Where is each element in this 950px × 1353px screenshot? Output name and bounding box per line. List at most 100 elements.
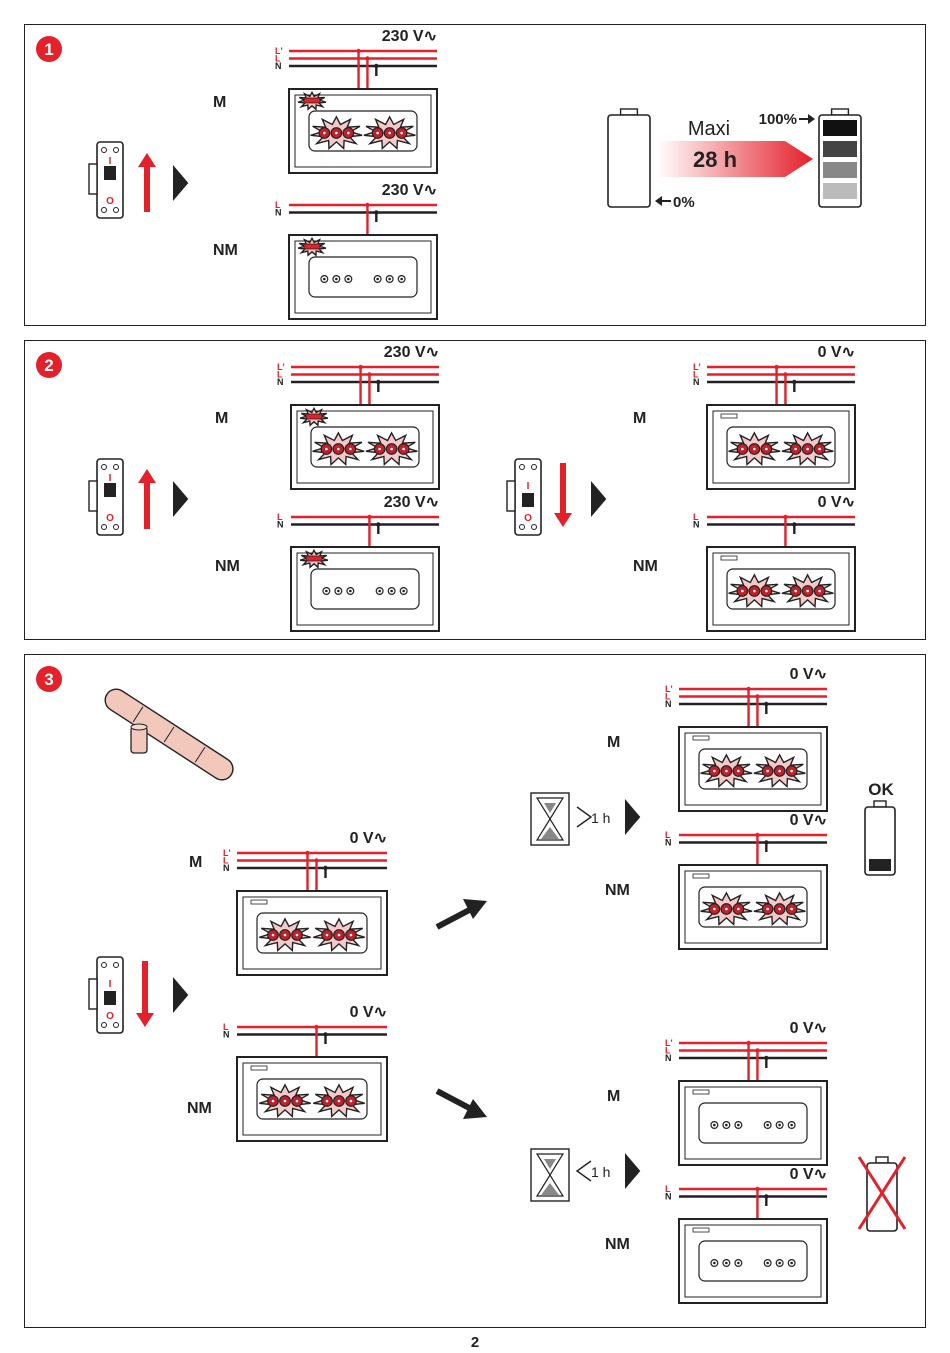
junction bbox=[774, 364, 779, 370]
battery-full-label: 100% bbox=[759, 111, 797, 128]
maintained-unit bbox=[678, 726, 828, 812]
led-dot bbox=[335, 131, 338, 135]
screw bbox=[113, 147, 119, 153]
wire-label-n: N bbox=[665, 1053, 672, 1063]
breaker-side bbox=[88, 163, 98, 195]
screw bbox=[519, 524, 525, 530]
hourglass-sand bbox=[541, 1183, 559, 1195]
screw bbox=[101, 524, 107, 530]
led-dot bbox=[794, 589, 797, 593]
wire-label-n: N bbox=[223, 1030, 230, 1040]
step-number-badge: 3 bbox=[36, 666, 62, 692]
greater-than-sign bbox=[576, 806, 593, 828]
led-dot bbox=[753, 447, 756, 451]
voltage-label: 0 V∿ bbox=[818, 344, 855, 361]
unit-diffuser bbox=[698, 1240, 808, 1282]
breaker-lever bbox=[522, 493, 534, 507]
led-dot bbox=[778, 769, 781, 773]
led-dot bbox=[388, 131, 391, 135]
led-dot bbox=[725, 769, 728, 773]
charge-level-bar bbox=[823, 162, 857, 178]
battery-body bbox=[607, 114, 651, 208]
junction bbox=[367, 372, 372, 377]
breaker-side bbox=[506, 480, 516, 512]
non-maintained-unit bbox=[288, 234, 438, 320]
non-maintained-unit bbox=[290, 546, 440, 632]
junction bbox=[755, 1186, 760, 1192]
junction bbox=[374, 210, 379, 215]
junction bbox=[792, 379, 797, 385]
badge-circle bbox=[36, 352, 62, 378]
breaker-on-mark: I bbox=[109, 156, 112, 167]
maintained-unit bbox=[706, 404, 856, 490]
wire-label-l: L bbox=[275, 200, 281, 210]
junction bbox=[783, 514, 788, 520]
led-dot bbox=[741, 447, 744, 451]
wire-label-l: L bbox=[665, 692, 671, 702]
battery-empty-icon bbox=[607, 108, 651, 208]
breaker-on-mark: I bbox=[109, 473, 112, 484]
supply-wires: LN0 V∿ bbox=[665, 812, 827, 867]
duration-over-label: 1 h bbox=[591, 810, 610, 826]
cell-top bbox=[130, 723, 148, 731]
non-maintained-label: NM bbox=[605, 1236, 630, 1253]
screw bbox=[531, 464, 537, 470]
led-dot bbox=[325, 933, 329, 937]
junction bbox=[314, 858, 319, 863]
led-dot bbox=[283, 933, 287, 937]
supply-wires: L'LN0 V∿ bbox=[665, 1020, 827, 1083]
led-dot bbox=[713, 1261, 716, 1265]
breaker-on-mark: I bbox=[109, 979, 112, 990]
screw bbox=[519, 464, 525, 470]
crossed-battery-icon bbox=[857, 1156, 907, 1232]
led-dot bbox=[400, 131, 403, 135]
arrow-head bbox=[138, 153, 156, 167]
led-dot bbox=[349, 589, 352, 593]
battery-cap bbox=[619, 108, 639, 116]
unit-diffuser bbox=[308, 256, 418, 298]
cell-divider bbox=[132, 706, 144, 723]
breaker-off-mark: O bbox=[106, 513, 114, 524]
led-dot bbox=[402, 589, 405, 593]
screw bbox=[101, 962, 107, 968]
screw bbox=[101, 147, 107, 153]
play-icon bbox=[173, 977, 189, 1013]
junction bbox=[323, 865, 328, 871]
screw bbox=[113, 962, 119, 968]
wire-label-l: L bbox=[665, 830, 671, 840]
led-dot bbox=[400, 277, 403, 281]
led-dot bbox=[806, 447, 809, 451]
led-dot bbox=[778, 1123, 781, 1127]
junction bbox=[746, 686, 751, 692]
breaker-lever bbox=[104, 991, 116, 1005]
non-maintained-label: NM bbox=[633, 558, 658, 575]
arrow-head bbox=[136, 1013, 154, 1027]
battery-body bbox=[866, 1162, 898, 1232]
screw bbox=[101, 207, 107, 213]
led-dot bbox=[337, 933, 341, 937]
non-maintained-label: NM bbox=[605, 882, 630, 899]
cell-divider bbox=[163, 726, 175, 743]
wire-label-n: N bbox=[277, 377, 284, 387]
led-dot bbox=[349, 1099, 353, 1103]
arrow-up-icon bbox=[138, 469, 156, 529]
charge-indicator bbox=[692, 873, 710, 879]
led-dot bbox=[818, 589, 821, 593]
circuit-breaker-icon: IO bbox=[88, 956, 124, 1034]
charge-level-bar bbox=[869, 859, 891, 871]
junction bbox=[783, 372, 788, 377]
charge-indicator bbox=[692, 1227, 710, 1233]
screw bbox=[113, 524, 119, 530]
junction bbox=[358, 364, 363, 370]
led-dot bbox=[271, 933, 275, 937]
non-maintained-unit bbox=[236, 1056, 388, 1142]
led-dot bbox=[337, 589, 340, 593]
voltage-label: 230 V∿ bbox=[382, 28, 437, 45]
battery-empty-label: 0% bbox=[673, 194, 695, 211]
led-dot bbox=[347, 277, 350, 281]
hourglass-sand bbox=[544, 1159, 556, 1169]
